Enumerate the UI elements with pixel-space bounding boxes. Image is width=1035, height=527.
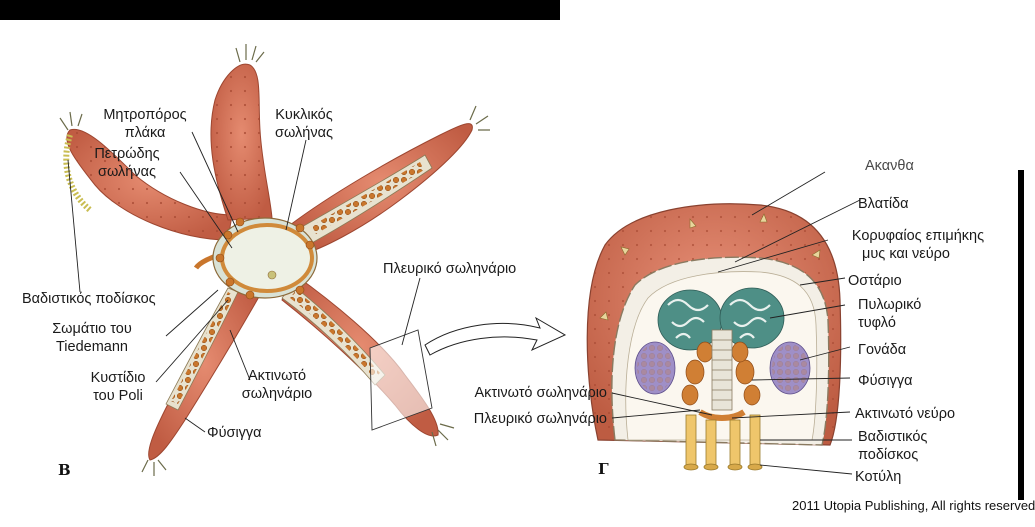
- label-muscle-1: Κορυφαίος επιμήκης: [852, 228, 984, 244]
- pyloric-caeca: [657, 287, 785, 351]
- arm-cross-section: [586, 203, 842, 471]
- label-radial-canal-1: Ακτινωτό: [248, 368, 306, 384]
- labels-starfish: Μητροπόρος πλάκα Πετρώδης σωλήνας Κυκλικ…: [22, 107, 516, 479]
- label-lateral-canal: Πλευρικό σωληνάριο: [383, 261, 516, 277]
- label-poli-2: του Poli: [93, 388, 143, 404]
- label-tube-foot: Βαδιστικός ποδίσκος: [22, 291, 156, 307]
- label-sucker: Κοτύλη: [855, 469, 901, 485]
- top-black-bar: [0, 0, 560, 20]
- label-stone-canal-1: Πετρώδης: [94, 146, 159, 162]
- right-black-strip: [1018, 170, 1024, 500]
- labels-cross-section: Ακανθα Βλατίδα Κορυφαίος επιμήκης μυς κα…: [474, 158, 984, 485]
- section-plane: [369, 329, 433, 431]
- panel-label-g: Γ: [598, 460, 609, 478]
- label-ossicle: Οστάριο: [848, 273, 902, 289]
- label-tube-foot-right-2: ποδίσκος: [858, 447, 918, 463]
- leader-lines-left: [67, 131, 421, 433]
- label-poli-1: Κυστίδιο: [91, 370, 146, 386]
- label-ampulla-left: Φύσιγγα: [207, 425, 262, 441]
- panel-label-b: Β: [58, 461, 71, 479]
- label-madreporite-1: Μητροπόρος: [103, 107, 186, 123]
- label-tube-foot-right-1: Βαδιστικός: [858, 429, 927, 445]
- label-ring-canal-1: Κυκλικός: [275, 107, 332, 123]
- label-tiedemann-1: Σωμάτιο του: [52, 321, 132, 337]
- label-tiedemann-2: Tiedemann: [56, 339, 128, 355]
- label-madreporite-2: πλάκα: [125, 125, 166, 141]
- label-muscle-2: μυς και νεύρο: [862, 246, 950, 262]
- label-lateral-canal-right: Πλευρικό σωληνάριο: [474, 411, 607, 427]
- ring-canal: [220, 223, 314, 293]
- radial-canal: [698, 409, 746, 421]
- label-spine: Βλατίδα: [858, 196, 909, 212]
- label-gonad: Γονάδα: [858, 342, 906, 358]
- copyright-notice: 2011 Utopia Publishing, All rights reser…: [792, 498, 1035, 513]
- label-stone-canal-2: σωλήνας: [98, 164, 156, 180]
- label-ampulla-right: Φύσιγγα: [858, 373, 913, 389]
- arrow-to-section: [424, 316, 567, 356]
- starfish: [59, 44, 490, 476]
- label-radial-nerve: Ακτινωτό νεύρο: [855, 406, 955, 422]
- label-top-cut: Ακανθα: [865, 158, 914, 174]
- label-radial-canal-right: Ακτινωτό σωληνάριο: [474, 385, 607, 401]
- label-caecum-1: Πυλωρικό: [858, 297, 921, 313]
- label-ring-canal-2: σωλήνας: [275, 125, 333, 141]
- label-caecum-2: τυφλό: [858, 315, 896, 331]
- leader-lines-right: [611, 171, 861, 475]
- label-radial-canal-2: σωληνάριο: [242, 386, 312, 402]
